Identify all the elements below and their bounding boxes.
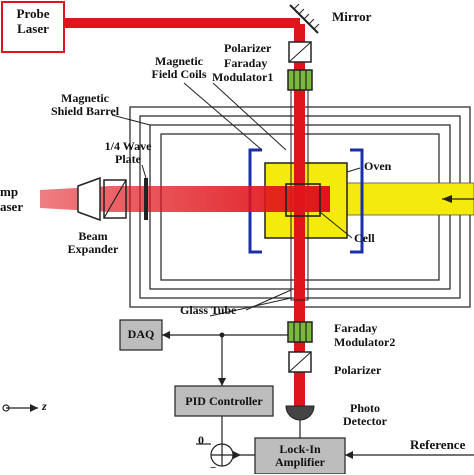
polarizer-top-label: Polarizer xyxy=(224,41,272,55)
mirror-label: Mirror xyxy=(332,9,372,24)
pump-laser-label: mp aser xyxy=(0,184,23,214)
expander-label-line1: Beam xyxy=(78,229,108,243)
photo-detector-label-line2: Detector xyxy=(343,414,387,428)
faraday2-label-line1: Faraday xyxy=(334,321,378,335)
cell xyxy=(285,183,321,217)
coils-label-line2: Field Coils xyxy=(151,67,207,81)
coils-label-line1: Magnetic xyxy=(155,54,203,68)
summing-junction xyxy=(210,443,234,467)
waveplate-label-line1: 1/4 Wave xyxy=(104,139,152,153)
pump-laser-label-line1: mp xyxy=(0,184,19,199)
probe-laser-label-line2: Laser xyxy=(17,21,49,36)
probe-laser-box xyxy=(1,1,65,53)
quarter-wave-plate xyxy=(144,178,148,220)
faraday1-label-line1: Faraday xyxy=(224,56,268,70)
faraday2-label-line2: Modulator2 xyxy=(334,335,396,349)
pid-box xyxy=(174,385,274,417)
probe-beam-horizontal xyxy=(64,18,300,28)
lockin-label: Lock-In Amplifier xyxy=(255,443,345,469)
polarizer-bottom-label: Polarizer xyxy=(334,363,382,377)
photo-detector xyxy=(285,405,315,421)
expander-label: Beam Expander xyxy=(58,230,128,256)
faraday-modulator-2 xyxy=(287,321,313,343)
polarizer-top xyxy=(288,41,312,63)
leader-lines xyxy=(111,82,361,317)
faraday-modulator-1 xyxy=(287,69,313,91)
daq-label: DAQ xyxy=(127,327,155,341)
waveplate-label: 1/4 Wave Plate xyxy=(88,140,168,166)
axis-origin-icon xyxy=(2,404,10,412)
signal-wiring xyxy=(6,334,474,456)
reference-label: Reference xyxy=(410,437,466,452)
shield-label: Magnetic Shield Barrel xyxy=(30,92,140,118)
pump-beam-arrow xyxy=(442,195,474,203)
expander-label-line2: Expander xyxy=(67,242,119,256)
axis-z-label: z xyxy=(42,399,47,413)
polarizer-bottom xyxy=(288,351,312,373)
junction-dot xyxy=(219,332,225,338)
minus-sign-label: − xyxy=(210,462,217,474)
beam-expander xyxy=(77,176,127,222)
oven-label: Oven xyxy=(364,159,392,173)
mirror xyxy=(289,3,320,34)
shield-label-line1: Magnetic xyxy=(61,91,109,105)
waveplate-label-line2: Plate xyxy=(115,152,141,166)
coils-label: Magnetic Field Coils xyxy=(124,55,234,81)
cell-label: Cell xyxy=(354,231,375,245)
pid-label: PID Controller xyxy=(185,394,263,408)
lockin-label-line1: Lock-In xyxy=(279,442,321,456)
pump-beam-red xyxy=(40,186,330,212)
glass-tube-label: Glass Tube xyxy=(180,303,237,317)
probe-laser-label: Probe Laser xyxy=(6,6,60,36)
faraday1-label-line2: Modulator1 xyxy=(212,70,274,84)
probe-laser-label-line1: Probe xyxy=(16,6,50,21)
pump-laser-label-line2: aser xyxy=(0,199,24,214)
wiring-arrowheads xyxy=(30,331,353,459)
zero-input-label: 0 xyxy=(198,433,204,447)
photo-detector-label: Photo Detector xyxy=(330,402,400,428)
lockin-label-line2: Amplifier xyxy=(275,455,325,469)
shield-label-line2: Shield Barrel xyxy=(50,104,120,118)
photo-detector-label-line1: Photo xyxy=(350,401,380,415)
